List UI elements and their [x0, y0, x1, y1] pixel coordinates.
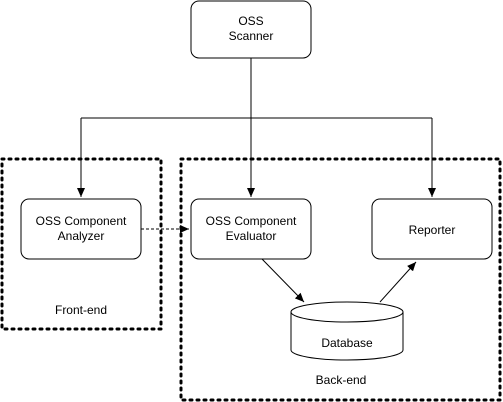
node-oss-scanner[interactable]: OSS Scanner: [190, 0, 312, 59]
frontend-label: Front-end: [55, 303, 107, 317]
scanner-label-line1: OSS: [238, 14, 263, 28]
scanner-label-line2: Scanner: [229, 29, 274, 43]
node-oss-component-analyzer[interactable]: OSS Component Analyzer: [20, 198, 142, 260]
edge-database-to-reporter: [379, 261, 417, 303]
analyzer-label-line1: OSS Component: [36, 214, 127, 228]
node-database[interactable]: Database: [290, 301, 404, 361]
node-reporter[interactable]: Reporter: [371, 198, 493, 260]
analyzer-label-line2: Analyzer: [58, 229, 105, 243]
database-label: Database: [321, 336, 373, 350]
evaluator-label-line2: Evaluator: [226, 229, 277, 243]
backend-label: Back-end: [316, 373, 367, 387]
reporter-label: Reporter: [409, 223, 456, 237]
edge-evaluator-to-database: [261, 258, 305, 303]
evaluator-label-line1: OSS Component: [206, 214, 297, 228]
backend-group: [179, 157, 502, 402]
node-oss-component-evaluator[interactable]: OSS Component Evaluator: [190, 198, 312, 260]
